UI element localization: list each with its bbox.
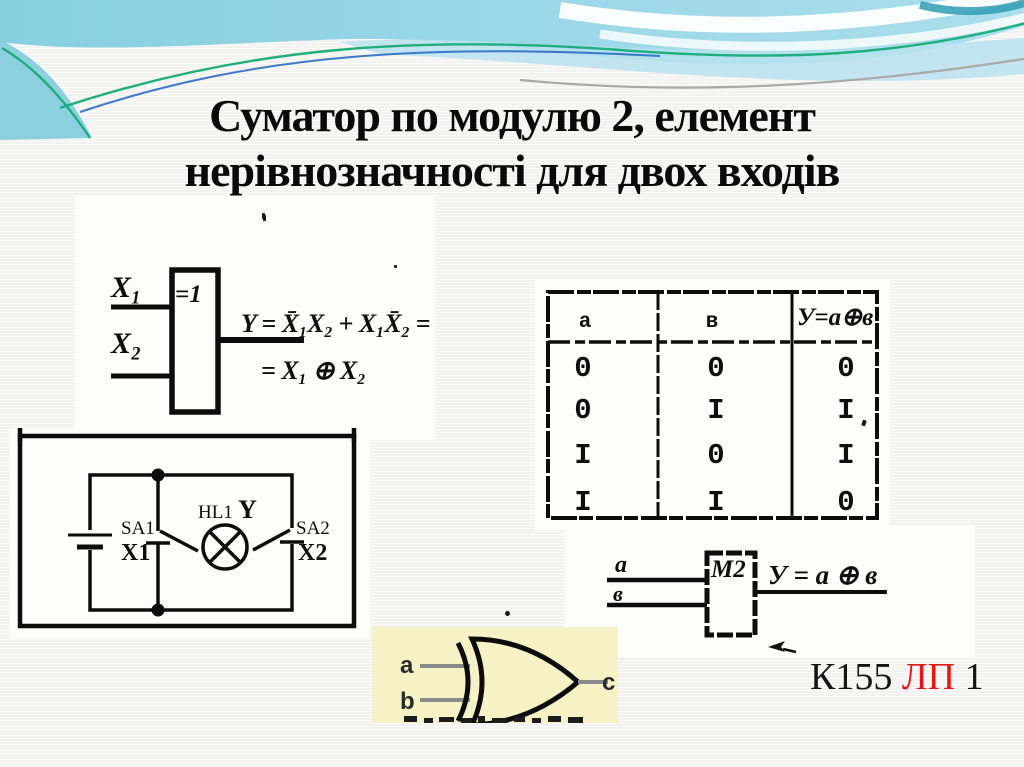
lamp-switch-circuit-drawing: SA1 X1 HL1 Y SA2 X2 [17, 428, 357, 629]
banner-gray-line [519, 57, 1024, 89]
truth-table-figure: а в У=а⊕в 0 0 0 0 I I I 0 I I I 0 [535, 280, 890, 530]
slide-title: Суматор по модулю 2, елемент нерівнознач… [0, 88, 1024, 198]
banner-blue-line [79, 50, 661, 113]
slide-title-line2: нерівнозначності для двох входів [184, 145, 841, 196]
xor-symbol-formula-drawing: X₁ X₂ =1 Y = X̄₁X₂ + X₁X̄₂ = = X₁ ⊕ X₂ [110, 215, 431, 415]
lamp-signal-label: Y [238, 495, 257, 524]
scan-speck [262, 213, 265, 219]
arrow-mark-icon [768, 641, 785, 652]
table-cell: I [837, 439, 854, 472]
gate-function-label: =1 [175, 281, 202, 308]
table-cell: 0 [837, 352, 854, 385]
table-cell: 0 [574, 394, 591, 427]
lamp-switch-circuit-figure: SA1 X1 HL1 Y SA2 X2 [10, 428, 370, 638]
switch2-signal-label: X2 [298, 540, 327, 566]
table-cell: I [707, 486, 724, 519]
m2-input2-label: в [613, 581, 623, 606]
m2-block-drawing: а в М2 У = а ⊕ в [607, 550, 887, 654]
table-cell: 0 [837, 486, 854, 519]
table-header-y: У=а⊕в [797, 304, 873, 331]
table-cell: 0 [574, 352, 591, 385]
banner-left-sliver [0, 40, 92, 140]
m2-box-label: М2 [710, 556, 746, 583]
xor-symbol-formula-figure: X₁ X₂ =1 Y = X̄₁X₂ + X₁X̄₂ = = X₁ ⊕ X₂ [75, 195, 435, 440]
table-cell: I [707, 394, 724, 427]
truth-table-drawing: а в У=а⊕в 0 0 0 0 I I I 0 I I I 0 [546, 290, 879, 520]
banner-teal-corner-stripe [919, 0, 1024, 16]
cropped-caption-fragments [404, 716, 583, 723]
lamp-name-label: HL1 [198, 502, 233, 523]
xor-gate-drawing: a b c [400, 636, 615, 723]
gate-input1-label: X₁ [110, 271, 141, 304]
switch1-name-label: SA1 [121, 518, 155, 539]
switch2-name-label: SA2 [296, 518, 330, 539]
scan-speck [394, 265, 397, 268]
scan-speck [505, 611, 510, 616]
arrow-mark-tail [782, 647, 797, 654]
table-cell: 0 [707, 352, 724, 385]
xor-input-b-label: b [400, 688, 415, 715]
xor-input-a-label: a [400, 652, 414, 679]
header-wave-decoration [0, 0, 1024, 140]
switch2-blade [252, 528, 291, 552]
gate-formula-line2: = X₁ ⊕ X₂ [261, 356, 365, 385]
lamp-circle [201, 523, 249, 571]
gate-input2-label: X₂ [110, 327, 141, 360]
circuit-outer-border [17, 433, 357, 629]
lamp-cross-2 [208, 530, 242, 564]
junction-dot-bottom [151, 603, 165, 617]
table-cell: I [574, 439, 591, 472]
slide-title-line1: Суматор по модулю 2, елемент [209, 90, 816, 141]
chip-prefix: К155 [810, 656, 902, 698]
m2-block-figure: а в М2 У = а ⊕ в [565, 525, 975, 657]
gate-formula-line1: Y = X̄₁X₂ + X₁X̄₂ = [241, 309, 430, 338]
banner-lightblue-band [340, 38, 1024, 81]
table-cell: I [837, 394, 854, 427]
xor-back-arc [455, 641, 471, 723]
switch1-blade [159, 529, 199, 553]
banner-white-stripe-2 [599, 12, 1024, 51]
banner-left-green-edge [1, 46, 91, 139]
chip-series-red: ЛП [901, 656, 956, 698]
m2-formula: У = а ⊕ в [768, 560, 877, 590]
xor-gate-figure: a b c [372, 627, 618, 723]
table-cell: 0 [707, 439, 724, 472]
switch1-signal-label: X1 [121, 540, 150, 566]
m2-input1-label: а [615, 552, 627, 578]
banner-white-stripe [558, 0, 1024, 33]
table-outer-border [546, 290, 879, 520]
table-header-a: а [579, 311, 592, 334]
banner-green-line [59, 22, 1024, 110]
junction-dot-top [151, 468, 165, 482]
table-values: 0 0 0 0 I I I 0 I I I 0 [574, 352, 854, 519]
table-cell: I [574, 486, 591, 519]
xor-gate-body [468, 636, 582, 723]
chip-marking: К155 ЛП 1 [810, 655, 984, 699]
table-header-b: в [706, 311, 719, 334]
xor-output-c-label: c [602, 669, 615, 696]
chip-suffix: 1 [955, 656, 984, 698]
